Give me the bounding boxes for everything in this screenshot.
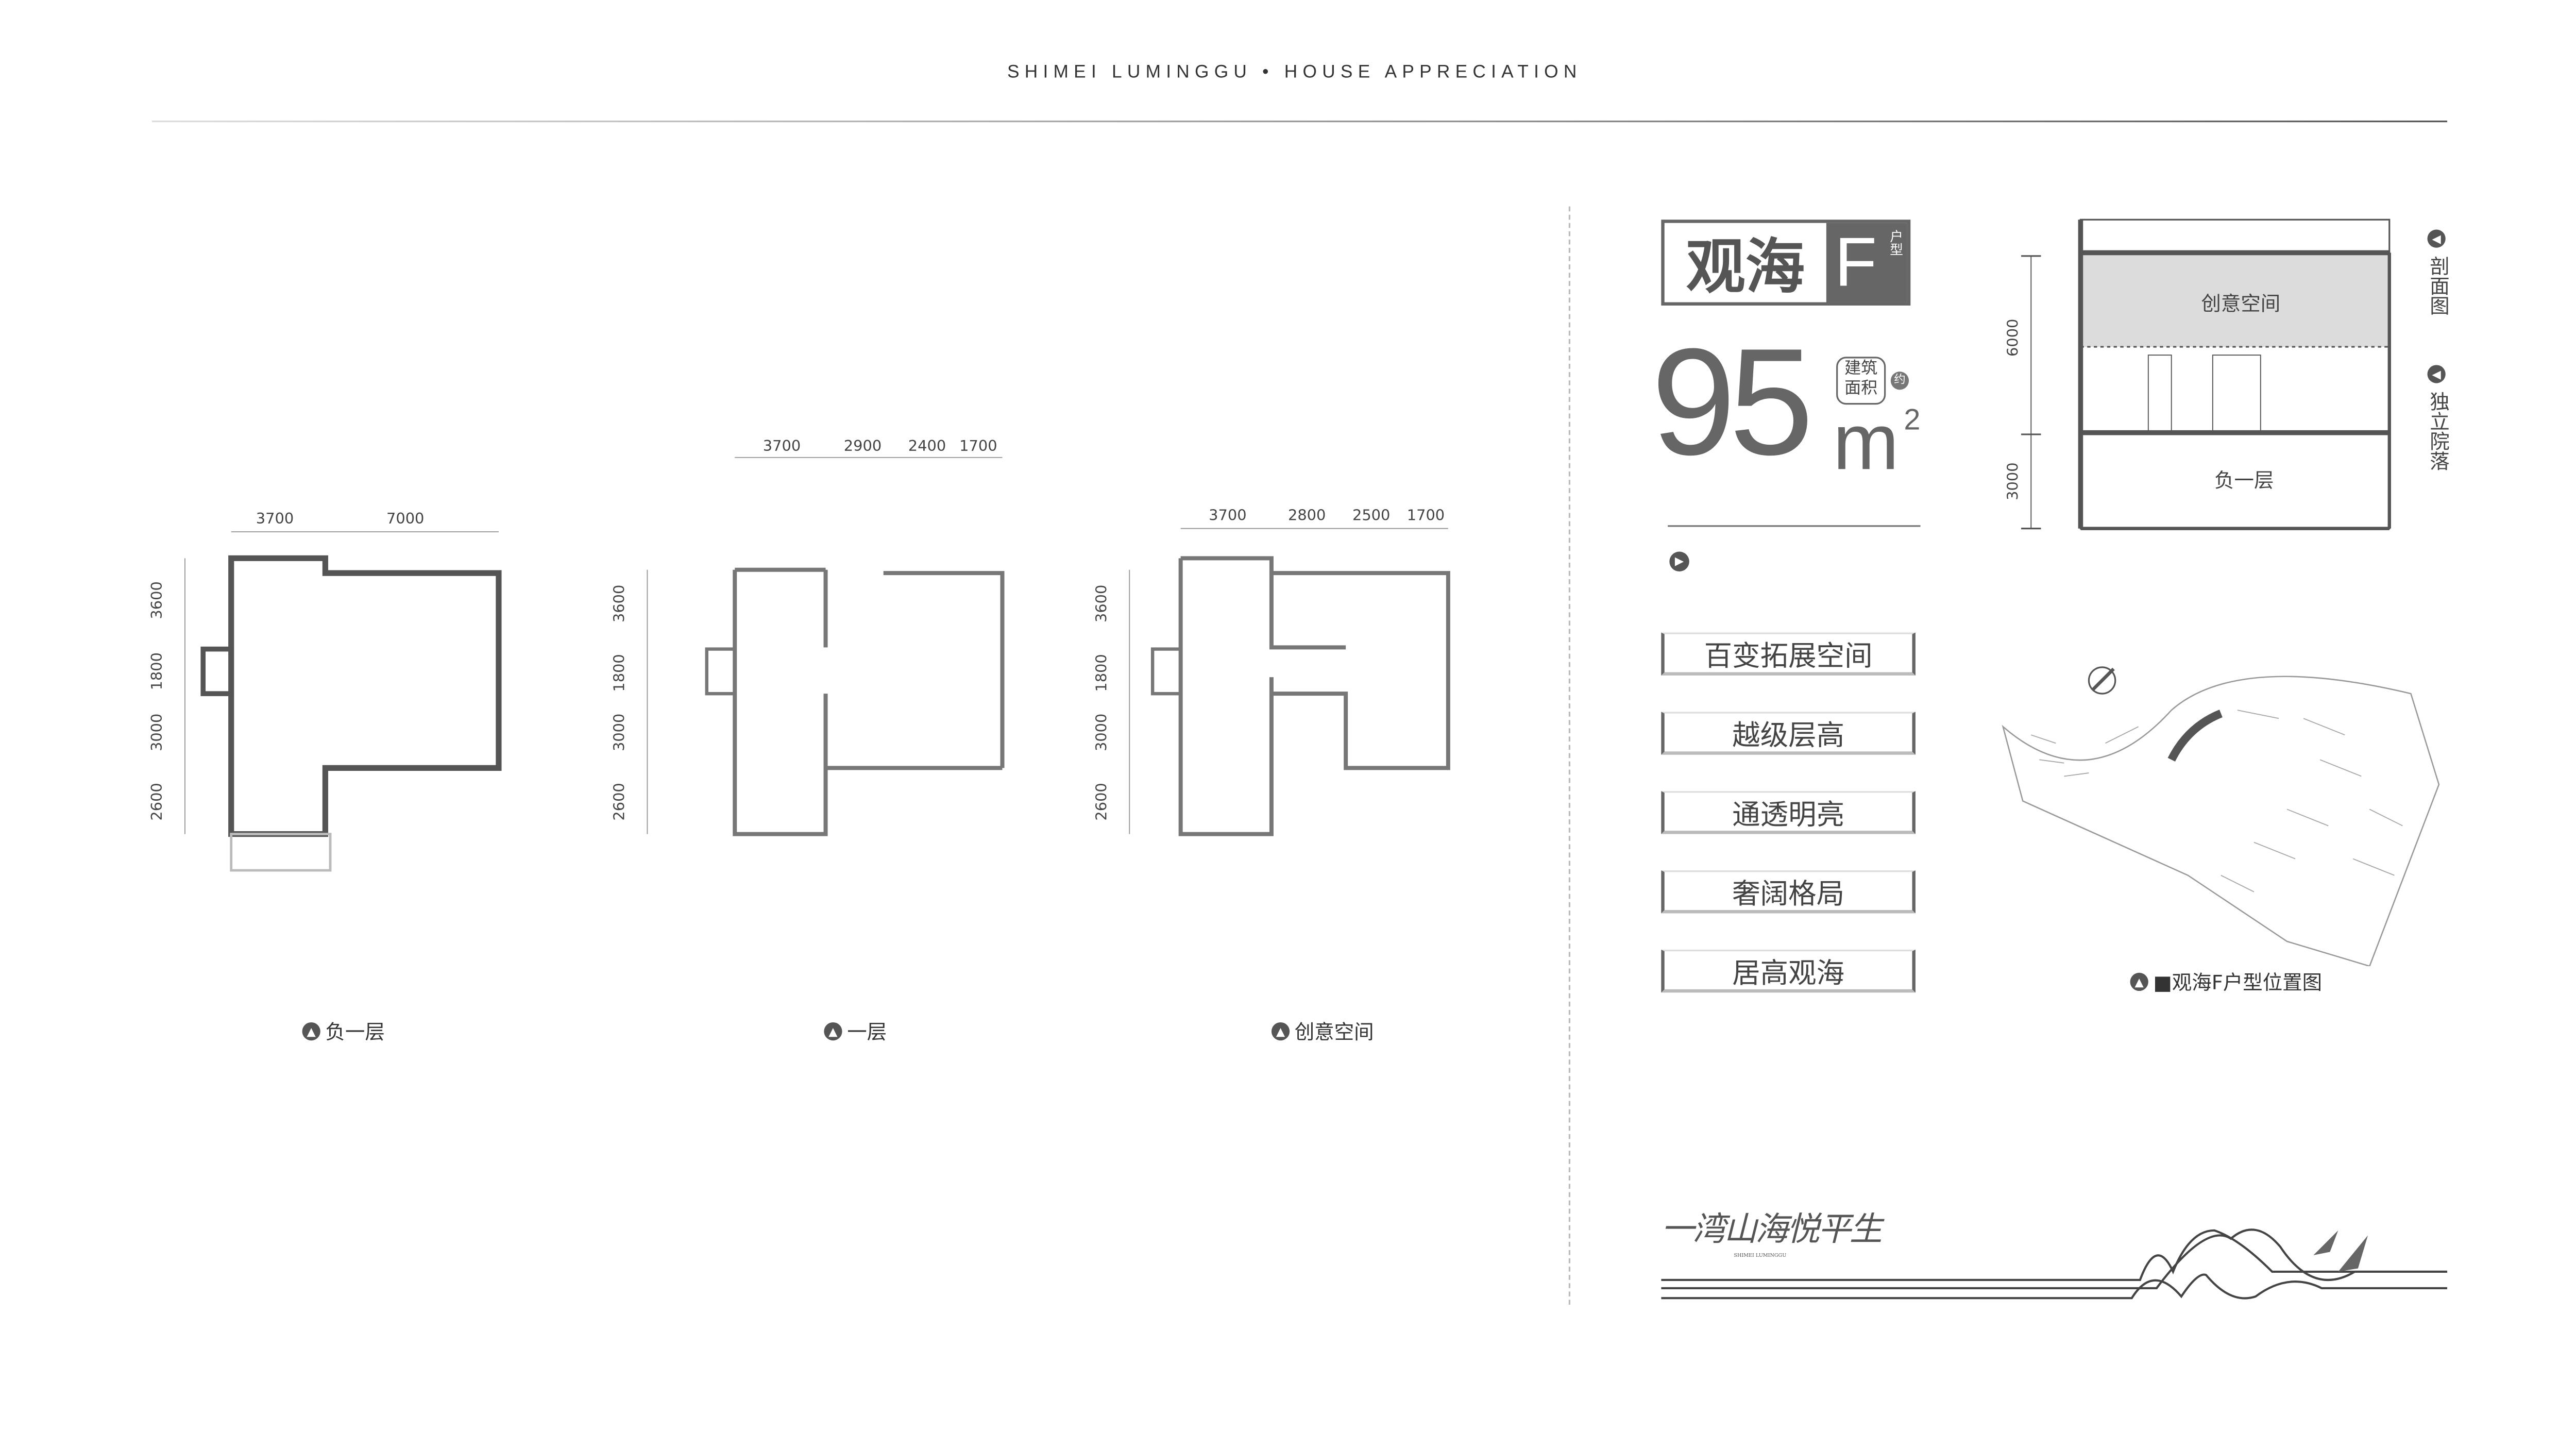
dim: 2500 <box>1352 509 1391 526</box>
dim: 1800 <box>1094 654 1112 692</box>
dim: 1700 <box>1406 509 1445 526</box>
dim: 3600 <box>1094 584 1112 623</box>
unit-title: 观海 F 户型 <box>1661 220 1911 306</box>
triangle-icon: ◀ <box>2427 365 2446 383</box>
dim: 2600 <box>1094 783 1112 821</box>
area-unit-text: m <box>1833 399 1899 487</box>
plan-label-basement: ▲ 负一层 <box>302 1017 385 1045</box>
dim: 3000 <box>613 713 630 752</box>
dim: 3700 <box>1209 509 1247 526</box>
compass-icon <box>2088 666 2116 695</box>
plan-label-creative: ▲创意空间 <box>1271 1017 1374 1045</box>
dim: 3700 <box>762 439 801 456</box>
logo-text: 一湾山海悦平生 <box>1661 1209 1882 1249</box>
floor-plans <box>184 457 1450 872</box>
section-diagram <box>2021 218 2391 530</box>
label-text: 负一层 <box>325 1020 385 1044</box>
dim: 1800 <box>150 652 167 690</box>
dim: 3000 <box>150 713 167 752</box>
dim: 3000 <box>1094 713 1112 752</box>
site-plan-caption: ▲ ■观海F户型位置图 <box>2130 968 2323 996</box>
plan-creative <box>1150 556 1450 836</box>
dim: 2600 <box>150 783 167 821</box>
feature-tag: 越级层高 <box>1661 712 1916 755</box>
section-dim: 3000 <box>2006 462 2023 500</box>
logo-subtext: SHIMEI LUMINGGU <box>1734 1252 1787 1259</box>
dim: 2600 <box>613 783 630 821</box>
triangle-icon: ▲ <box>824 1022 842 1041</box>
dim: 1700 <box>959 439 997 456</box>
area-value: 95 <box>1651 318 1814 487</box>
caption-text: ■观海F户型位置图 <box>2153 971 2323 995</box>
dim: 2400 <box>908 439 946 456</box>
approx-badge: 约 <box>1890 372 1909 390</box>
area-badge: 建筑面积 <box>1836 357 1886 405</box>
triangle-icon: ▲ <box>302 1022 320 1041</box>
dim: 3600 <box>613 584 630 623</box>
plan-basement <box>200 555 502 837</box>
section-lower-label: 负一层 <box>2214 469 2274 493</box>
play-icon: ▶ <box>1669 551 1689 571</box>
triangle-icon: ◀ <box>2427 229 2446 248</box>
section-side-label: 剖面图 <box>2427 256 2451 316</box>
courtyard-side-label: 独立院落 <box>2427 391 2451 471</box>
unit-location-highlight <box>2167 710 2223 762</box>
dim: 7000 <box>386 512 425 529</box>
mountain-lines-graphic <box>1661 1228 2447 1300</box>
page-header-title: SHIMEI LUMINGGU • HOUSE APPRECIATION <box>1007 62 1582 83</box>
unit-type-label: 户型 <box>1889 229 1904 256</box>
area-unit-sup: 2 <box>1904 403 1921 436</box>
site-plan <box>2002 666 2440 966</box>
plan-label-ground: ▲ 一层 <box>824 1017 887 1045</box>
unit-letter-box: F 户型 <box>1826 223 1907 302</box>
label-text: 一层 <box>847 1020 887 1044</box>
dim: 3700 <box>256 512 294 529</box>
triangle-icon: ▲ <box>2130 972 2148 991</box>
area-divider <box>1668 525 1921 527</box>
triangle-icon: ▲ <box>1271 1022 1290 1041</box>
crane-icon <box>2313 1230 2368 1272</box>
dim: 2900 <box>843 439 882 456</box>
unit-name: 观海 <box>1686 234 1805 302</box>
dim: 2800 <box>1287 509 1326 526</box>
section-dim: 6000 <box>2006 318 2023 357</box>
brand-logo: 一湾山海悦平生 SHIMEI LUMINGGU <box>1661 1210 1882 1276</box>
balcony <box>230 833 332 872</box>
vertical-divider <box>1568 206 1571 1305</box>
feature-tag: 奢阔格局 <box>1661 870 1916 914</box>
header-divider <box>151 120 2447 123</box>
plan-ground <box>705 567 1005 836</box>
label-text: 创意空间 <box>1294 1020 1374 1044</box>
section-upper-label: 创意空间 <box>2201 292 2281 316</box>
feature-tag: 百变拓展空间 <box>1661 632 1916 676</box>
dim: 3600 <box>150 581 167 619</box>
feature-tag: 居高观海 <box>1661 949 1916 993</box>
feature-tag: 通透明亮 <box>1661 791 1916 834</box>
unit-letter: F <box>1834 223 1877 301</box>
dim: 1800 <box>613 654 630 692</box>
